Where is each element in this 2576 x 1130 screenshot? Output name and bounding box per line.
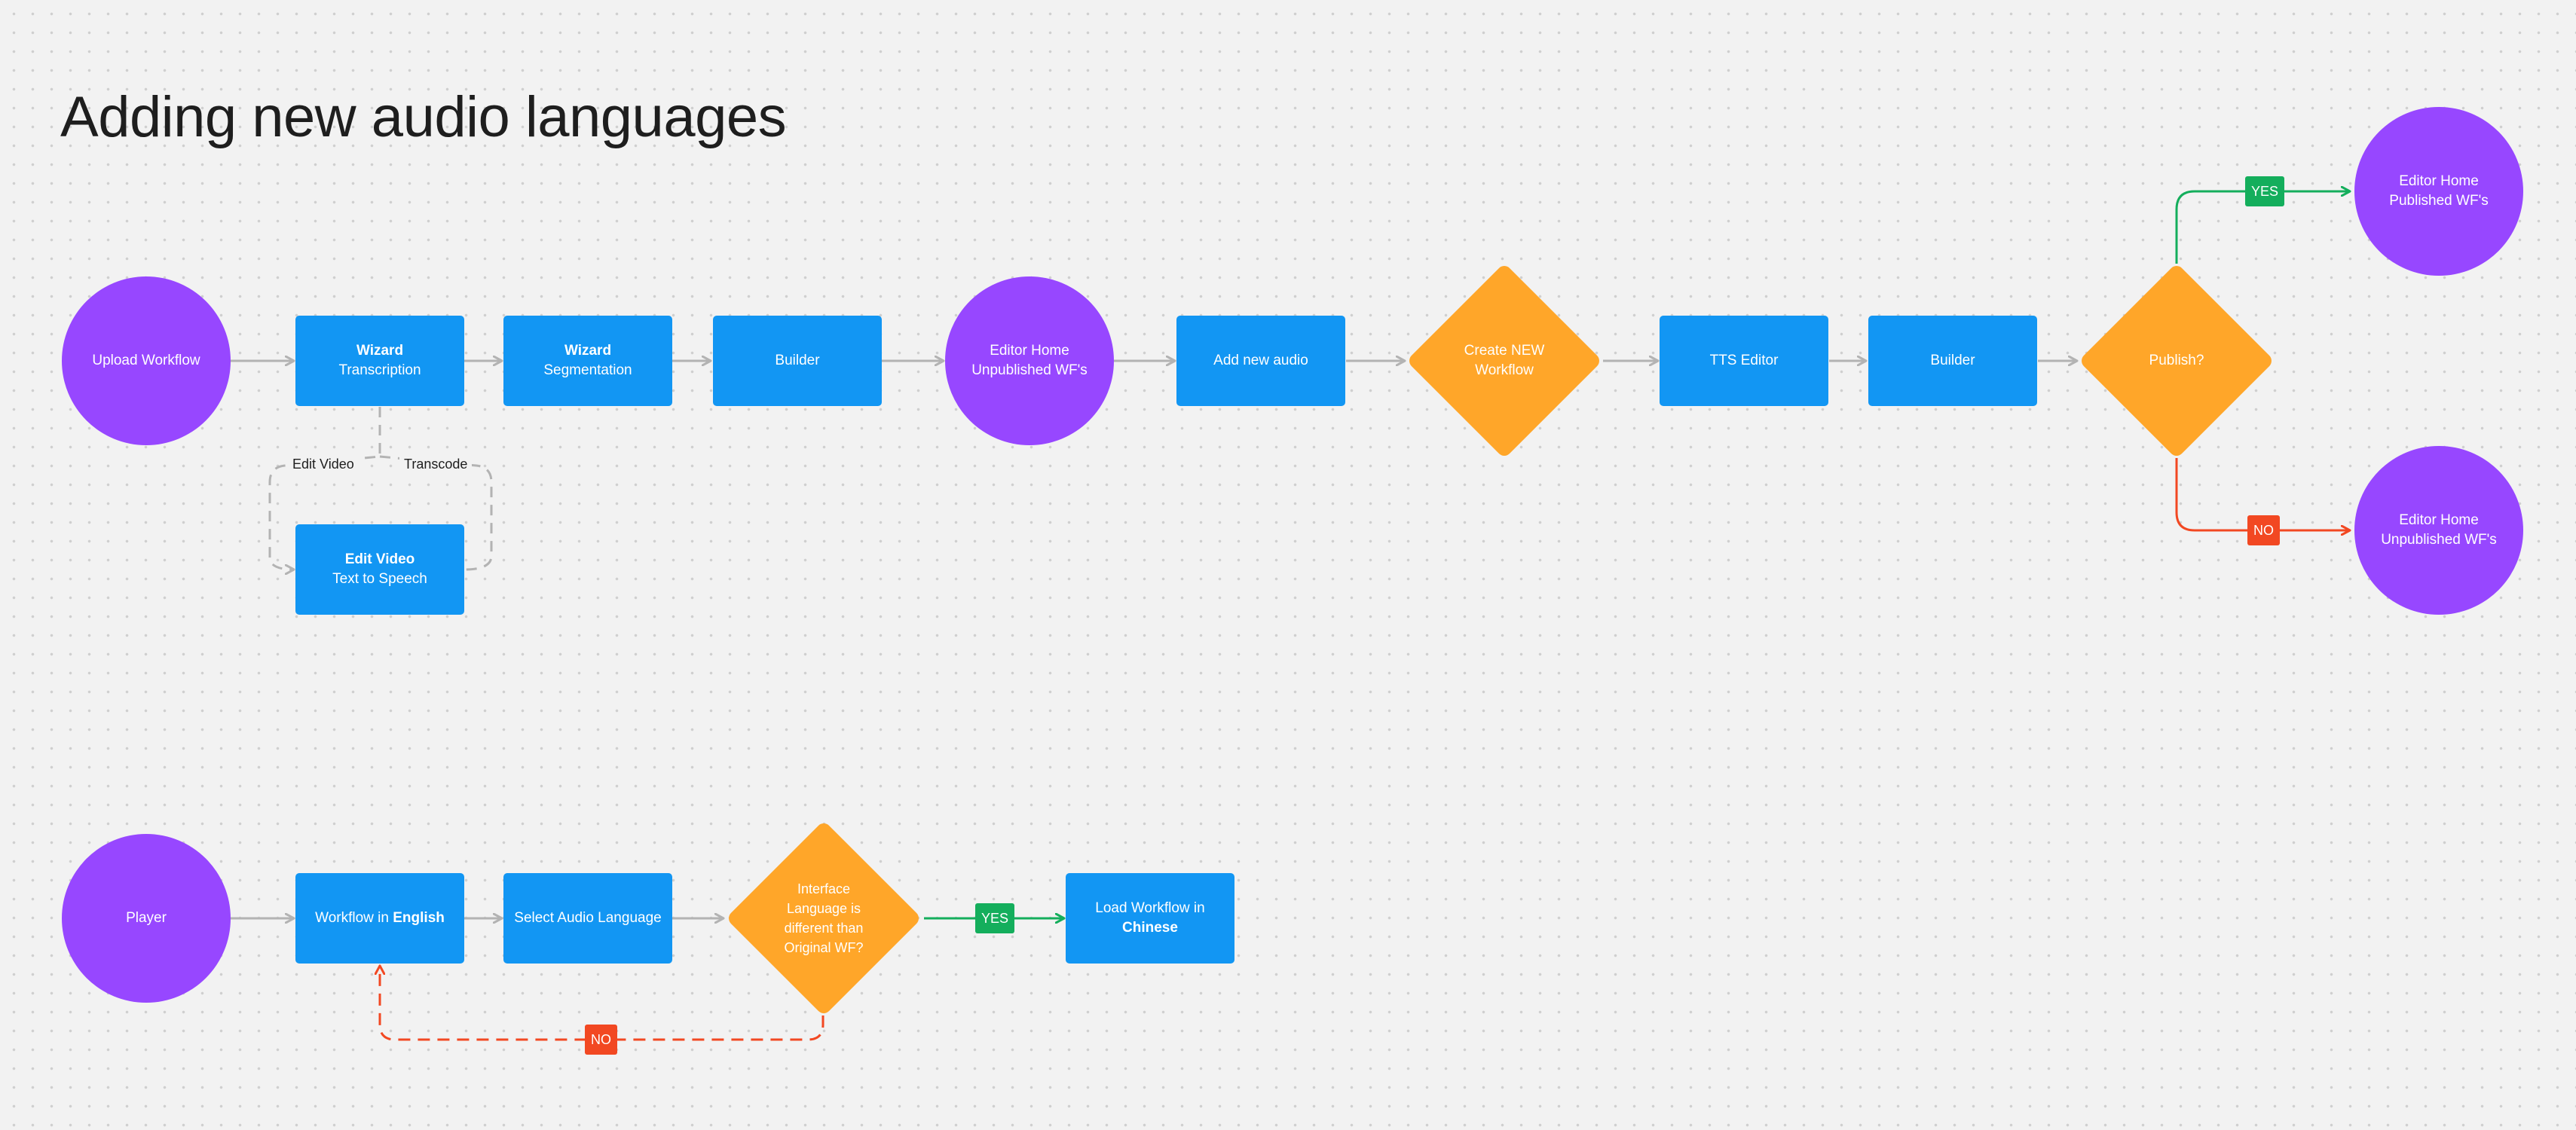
player-node[interactable]: Player: [62, 834, 231, 1003]
edit-video-title: Edit Video: [344, 551, 415, 567]
upload-workflow-label: Upload Workflow: [92, 353, 200, 368]
publish-label: Publish?: [2149, 353, 2204, 368]
tts-editor-node[interactable]: TTS Editor: [1660, 316, 1828, 406]
decision-line3: different than: [784, 921, 864, 936]
workflow-in-english-label: Workflow in English: [315, 909, 445, 928]
builder-node-2[interactable]: Builder: [1868, 316, 2037, 406]
add-new-audio-label: Add new audio: [1213, 353, 1308, 368]
editor-home-published-line1: Editor Home: [2399, 173, 2479, 189]
load-workflow-line2: Chinese: [1122, 920, 1178, 936]
workflow-language: English: [393, 910, 445, 926]
editor-home-2-line1: Editor Home: [2399, 512, 2479, 528]
wizard-transcription-title: Wizard: [356, 343, 404, 359]
edge-edit-video-loop: [268, 407, 381, 570]
add-new-audio-node[interactable]: Add new audio: [1176, 316, 1345, 406]
wizard-transcription-sub: Transcription: [338, 362, 421, 378]
decision-line4: Original WF?: [784, 940, 864, 955]
editor-home-unpublished-node-2[interactable]: Editor Home Unpublished WF's: [2354, 446, 2523, 615]
edit-video-edge-label: Edit Video: [288, 457, 359, 472]
builder-label-1: Builder: [775, 353, 820, 368]
editor-home-1-line1: Editor Home: [990, 343, 1069, 359]
load-workflow-chinese-node[interactable]: Load Workflow in Chinese: [1066, 873, 1234, 964]
editor-home-published-line2: Published WF's: [2389, 193, 2489, 209]
edit-video-tts-node[interactable]: Edit Video Text to Speech: [295, 524, 464, 615]
decision-line1: Interface: [797, 881, 851, 896]
edge-publish-no: [2175, 458, 2350, 530]
create-line2: Workflow: [1475, 362, 1534, 378]
language-different-decision[interactable]: Interface Language is different than Ori…: [754, 849, 893, 988]
publish-decision[interactable]: Publish?: [2107, 292, 2246, 430]
editor-home-1-line2: Unpublished WF's: [971, 362, 1088, 378]
decision-line2: Language is: [786, 901, 861, 916]
workflow-prefix: Workflow in: [315, 910, 393, 926]
create-new-workflow-decision[interactable]: Create NEW Workflow: [1435, 292, 1574, 430]
editor-home-unpublished-node-1[interactable]: Editor Home Unpublished WF's: [945, 276, 1114, 445]
decision-no-badge: NO: [585, 1025, 617, 1055]
create-line1: Create NEW: [1464, 343, 1545, 359]
transcode-edge-label: Transcode: [399, 457, 473, 472]
decision-yes-badge: YES: [975, 903, 1015, 933]
publish-yes-badge: YES: [2245, 176, 2285, 206]
select-audio-language-label: Select Audio Language: [514, 910, 662, 926]
wizard-transcription-node[interactable]: Wizard Transcription: [295, 316, 464, 406]
editor-home-published-node[interactable]: Editor Home Published WF's: [2354, 107, 2523, 276]
wizard-segmentation-node[interactable]: Wizard Segmentation: [503, 316, 672, 406]
edit-video-sub: Text to Speech: [332, 571, 427, 587]
language-different-label: Interface Language is different than Ori…: [760, 879, 888, 957]
builder-node-1[interactable]: Builder: [713, 316, 882, 406]
wizard-segmentation-title: Wizard: [564, 343, 612, 359]
player-label: Player: [126, 910, 167, 926]
select-audio-language-node[interactable]: Select Audio Language: [503, 873, 672, 964]
create-new-workflow-label: Create NEW Workflow: [1440, 341, 1568, 380]
load-workflow-line1: Load Workflow in: [1095, 900, 1205, 916]
edge-publish-yes: [2175, 191, 2350, 264]
workflow-in-english-node[interactable]: Workflow in English: [295, 873, 464, 964]
editor-home-2-line2: Unpublished WF's: [2381, 532, 2497, 548]
tts-editor-label: TTS Editor: [1709, 353, 1779, 368]
page-title: Adding new audio languages: [60, 85, 787, 149]
publish-no-badge: NO: [2247, 515, 2280, 545]
builder-label-2: Builder: [1930, 353, 1975, 368]
upload-workflow-node[interactable]: Upload Workflow: [62, 276, 231, 445]
wizard-segmentation-sub: Segmentation: [543, 362, 632, 378]
